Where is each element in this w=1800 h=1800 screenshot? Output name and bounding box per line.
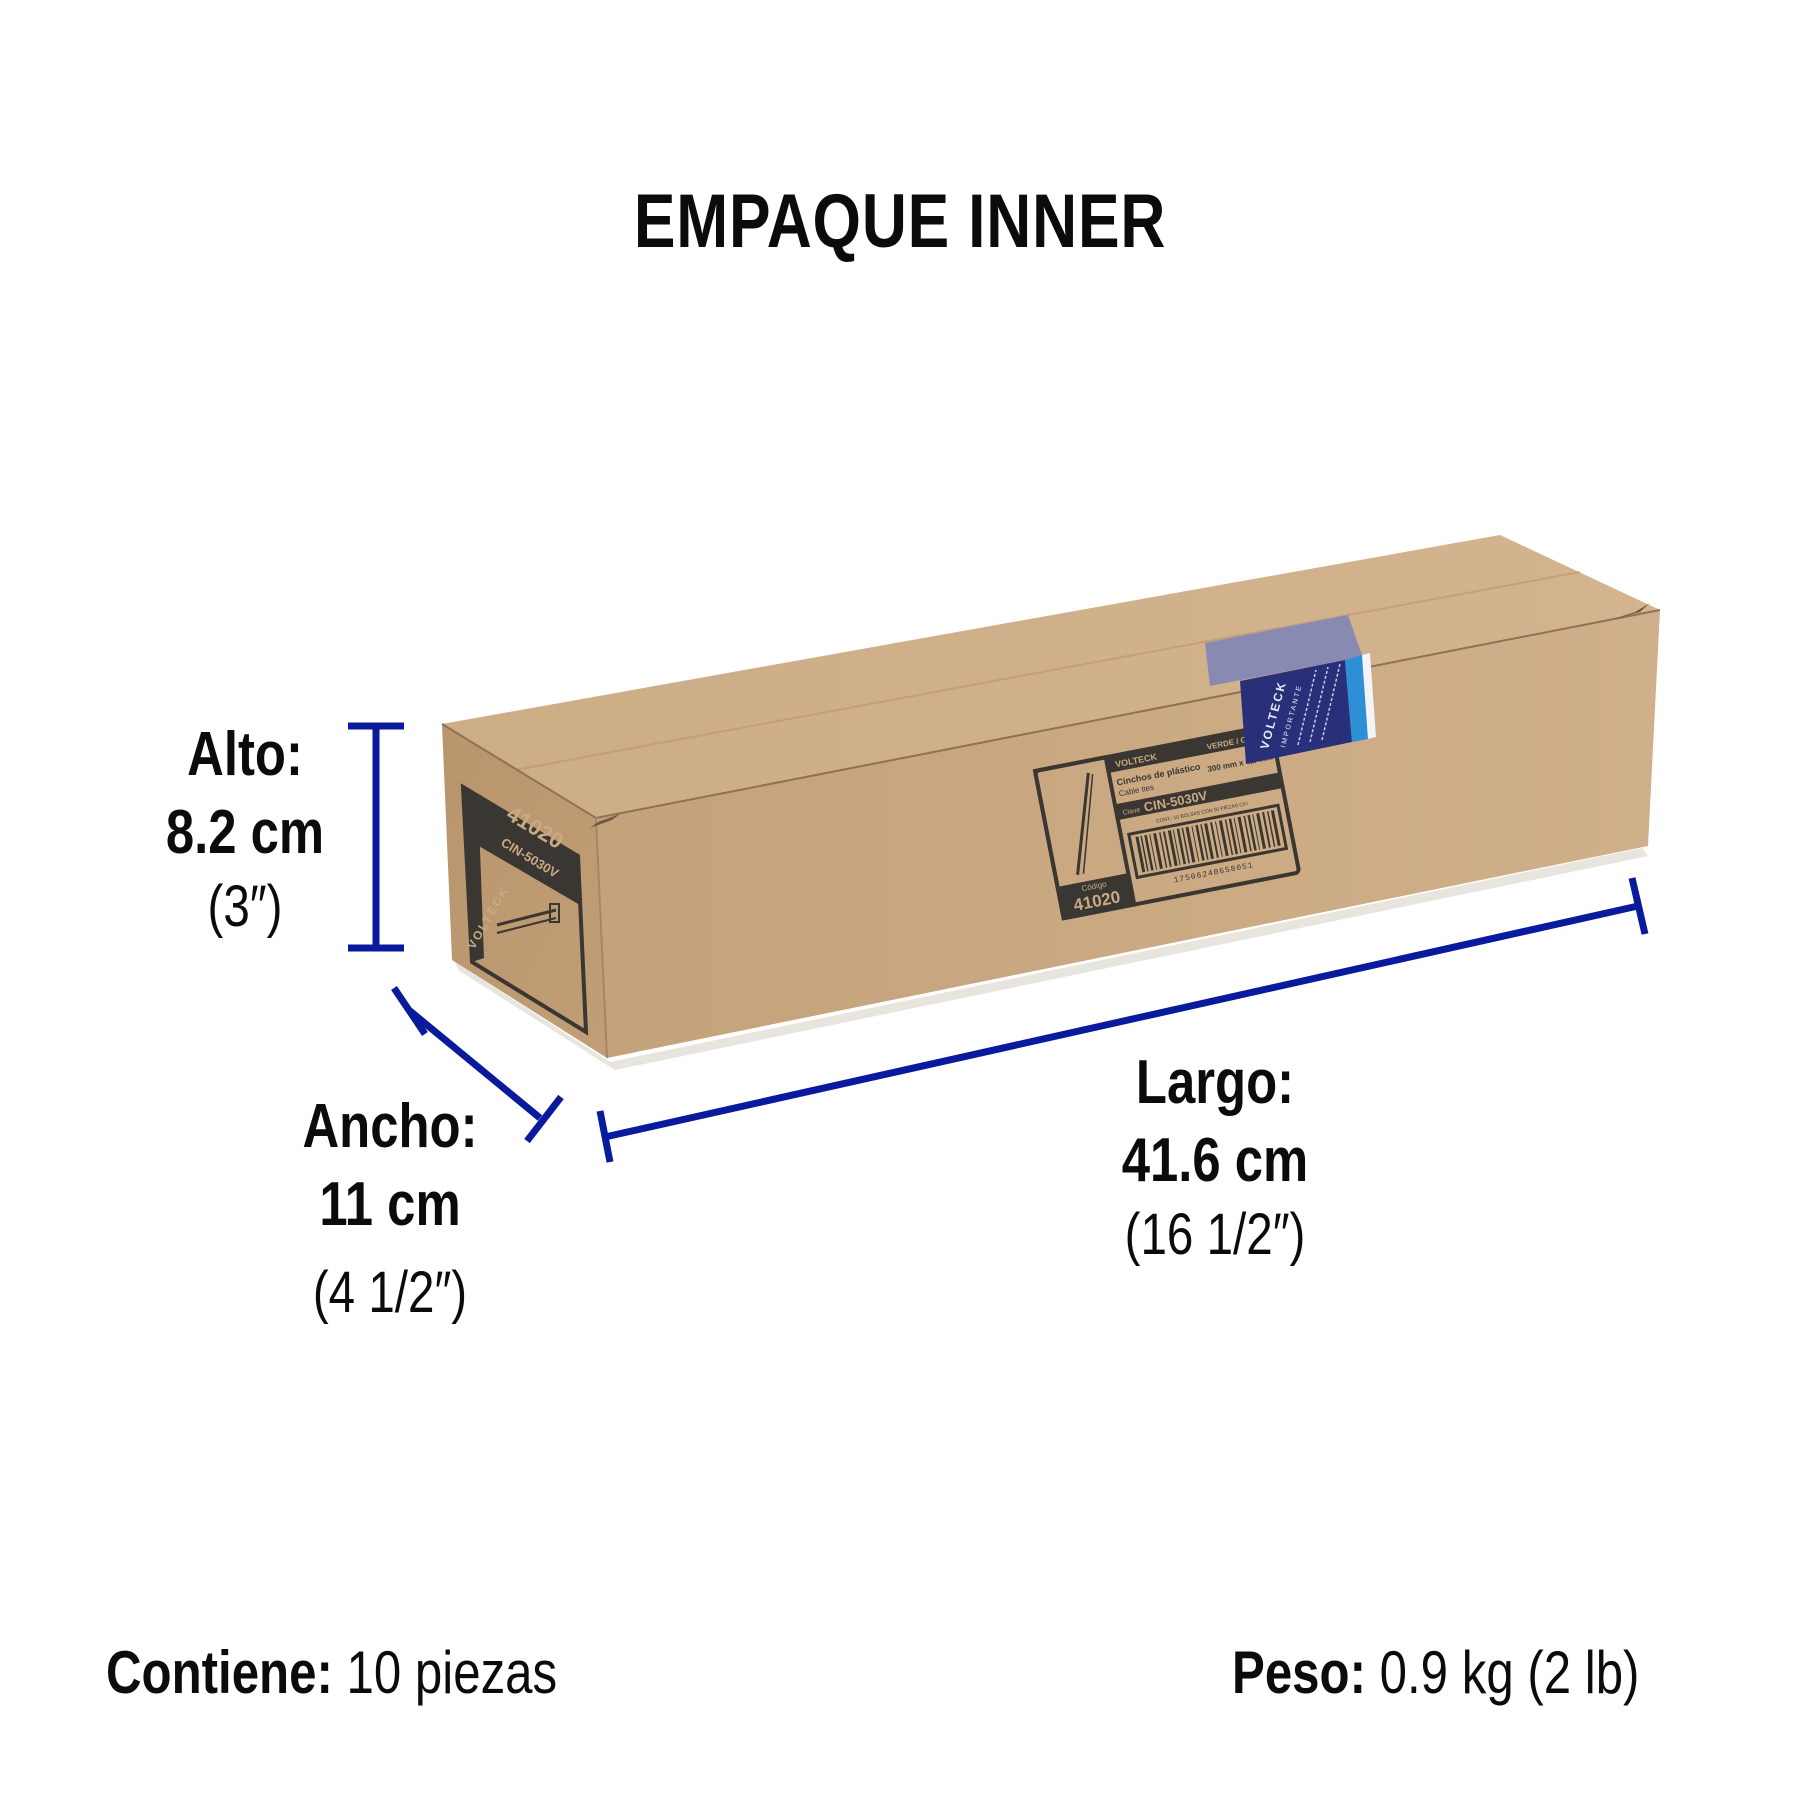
alto-imperial: (3″) [207,874,283,939]
weight-info: Peso: 0.9 kg (2 lb) [1232,1638,1639,1707]
ancho-dimension: Ancho: 11 cm (4 1/2″) [270,1096,510,1322]
contents-label: Contiene: [106,1639,333,1706]
largo-imperial: (16 1/2″) [1124,1202,1306,1267]
box-top-face [442,535,1660,818]
weight-value: 0.9 kg (2 lb) [1379,1639,1640,1706]
ancho-label: Ancho: [302,1092,478,1161]
largo-label: Largo: [1135,1048,1295,1117]
contents-info: Contiene: 10 piezas [106,1638,557,1707]
page-title: EMPAQUE INNER [633,179,1167,264]
weight-label: Peso: [1232,1639,1366,1706]
alto-dimension-marker [348,722,404,952]
largo-dimension-marker [596,877,1649,1163]
alto-label: Alto: [187,720,303,789]
largo-metric: 41.6 cm [1121,1126,1309,1195]
alto-metric: 8.2 cm [165,798,325,867]
ancho-metric: 11 cm [319,1170,461,1239]
contents-value: 10 piezas [346,1639,558,1706]
barcode [1135,810,1281,873]
largo-dimension: Largo: 41.6 cm (16 1/2″) [1070,1052,1360,1264]
ancho-dimension-marker [391,986,564,1144]
alto-dimension: Alto: 8.2 cm (3″) [130,724,360,936]
ancho-imperial: (4 1/2″) [312,1260,468,1325]
label-clave-label: Clave [1122,807,1141,817]
security-seal: VOLTECK IMPORTANTE [1205,615,1376,764]
